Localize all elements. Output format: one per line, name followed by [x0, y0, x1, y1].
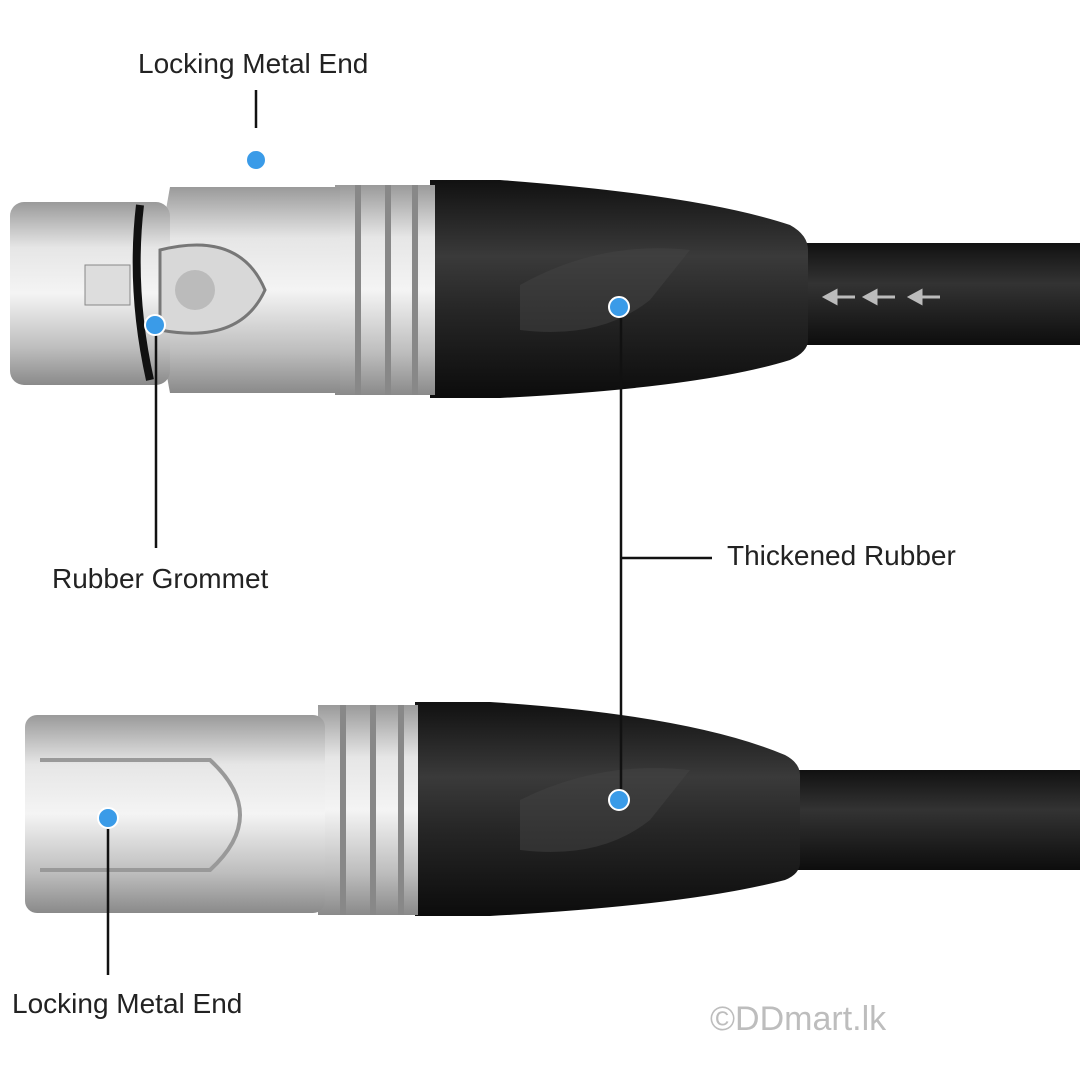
label-thickened-rubber: Thickened Rubber: [727, 540, 956, 571]
bottom-metal-body: [25, 715, 325, 913]
marker-dot: [97, 807, 119, 829]
callout-markers: [97, 149, 630, 829]
label-rubber-grommet: Rubber Grommet: [52, 563, 269, 594]
bottom-cable: [795, 770, 1080, 870]
direction-arrows-icon: [821, 288, 940, 306]
marker-dot: [144, 314, 166, 336]
watermark: ©DDmart.lk: [710, 1000, 887, 1038]
label-top-locking-metal-end: Locking Metal End: [138, 48, 369, 79]
male-xlr-connector: [25, 702, 1080, 916]
marker-dot: [608, 789, 630, 811]
callout-lines: [106, 90, 712, 975]
top-cable: [800, 243, 1080, 345]
rubber-grommet-ring: [132, 204, 154, 381]
marker-dot: [245, 149, 267, 171]
marker-dot: [608, 296, 630, 318]
female-xlr-connector: [10, 180, 1080, 398]
label-bottom-locking-metal-end: Locking Metal End: [12, 988, 243, 1019]
